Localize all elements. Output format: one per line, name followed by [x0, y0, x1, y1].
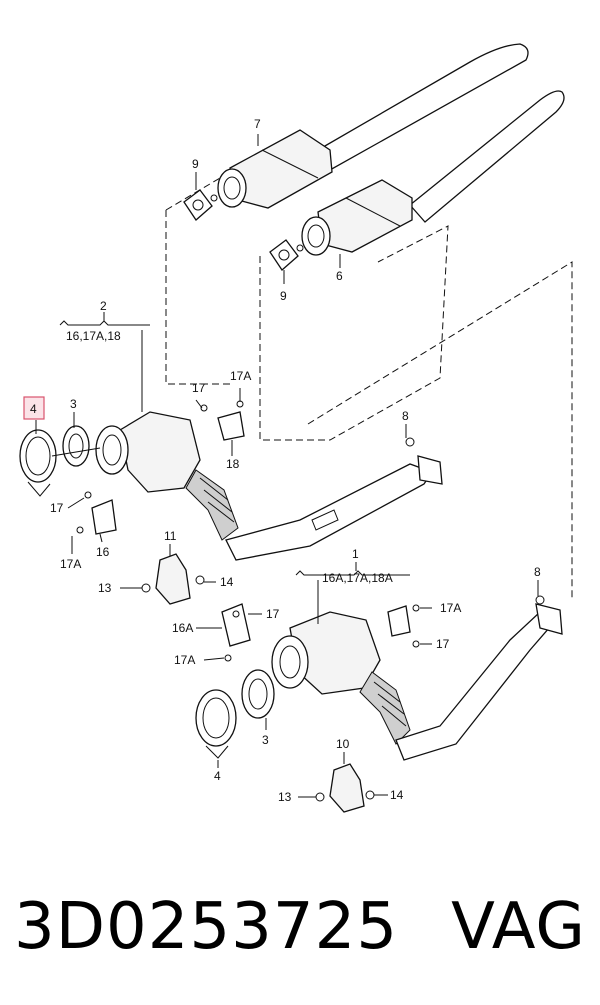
catalytic-converter-7: [217, 129, 333, 209]
clamp-4-lower: [195, 689, 237, 759]
bracket-16A: [221, 603, 251, 662]
callout-17A-c: 17A: [440, 601, 461, 615]
part-number: 3D0253725: [14, 890, 399, 964]
callout-group-2: 16,17A,18: [66, 329, 121, 343]
rear-pipe-upper: [317, 43, 565, 223]
brand-name: VAG: [451, 890, 586, 964]
callout-4-highlighted: 4: [30, 402, 37, 416]
flex-pipe-front: [225, 455, 443, 561]
catalytic-converter-1: [271, 611, 411, 745]
callout-group-1: 16A,17A,18A: [322, 571, 393, 585]
callout-8-upper: 8: [402, 409, 409, 423]
callout-17A-a: 17A: [230, 369, 251, 383]
callout-4-lower: 4: [214, 769, 221, 783]
leader-lines: [35, 134, 539, 798]
catalytic-converter-2: [95, 411, 239, 541]
callout-17-a: 17: [192, 381, 206, 395]
callout-7: 7: [254, 117, 261, 131]
hanger-11: [141, 553, 205, 605]
gasket-plate-9-upper: [183, 189, 213, 221]
callout-16A: 16A: [172, 621, 193, 635]
gasket-3-left: [62, 425, 90, 467]
callout-14-lower: 14: [390, 788, 404, 802]
callout-6: 6: [336, 269, 343, 283]
callout-16: 16: [96, 545, 110, 559]
part-caption: 3D0253725 VAG: [14, 882, 586, 972]
callout-13-upper: 13: [98, 581, 112, 595]
callout-8-lower: 8: [534, 565, 541, 579]
callout-13-lower: 13: [278, 790, 292, 804]
callout-17A-d: 17A: [174, 653, 195, 667]
callout-17-b: 17: [50, 501, 64, 515]
exhaust-parts-diagram: 7 9 9 6 2 16,17A,18 17 17A 18 8 4 3 17 1…: [19, 43, 573, 813]
callout-17-c: 17: [266, 607, 280, 621]
clamp-4-left: [19, 429, 57, 497]
bracket-16: [76, 491, 117, 535]
callout-3-lower: 3: [262, 733, 269, 747]
highlight-box-4: [23, 396, 45, 420]
callout-17-d: 17: [436, 637, 450, 651]
callout-9-lower: 9: [280, 289, 287, 303]
flex-pipe-rear: [395, 603, 563, 761]
callout-17A-b: 17A: [60, 557, 81, 571]
callout-1: 1: [352, 547, 359, 561]
callout-18: 18: [226, 457, 240, 471]
bracket-18A: [387, 604, 420, 648]
gasket-3-lower: [241, 669, 275, 719]
gasket-plate-9-lower: [269, 239, 299, 271]
bracket-18: [200, 400, 245, 441]
callout-14-upper: 14: [220, 575, 234, 589]
callout-10: 10: [336, 737, 350, 751]
hanger-10: [315, 763, 375, 813]
callout-3-upper: 3: [70, 397, 77, 411]
callout-2: 2: [100, 299, 107, 313]
catalytic-converter-6: [301, 179, 413, 256]
callout-11: 11: [164, 529, 177, 543]
callout-9-upper: 9: [192, 157, 199, 171]
